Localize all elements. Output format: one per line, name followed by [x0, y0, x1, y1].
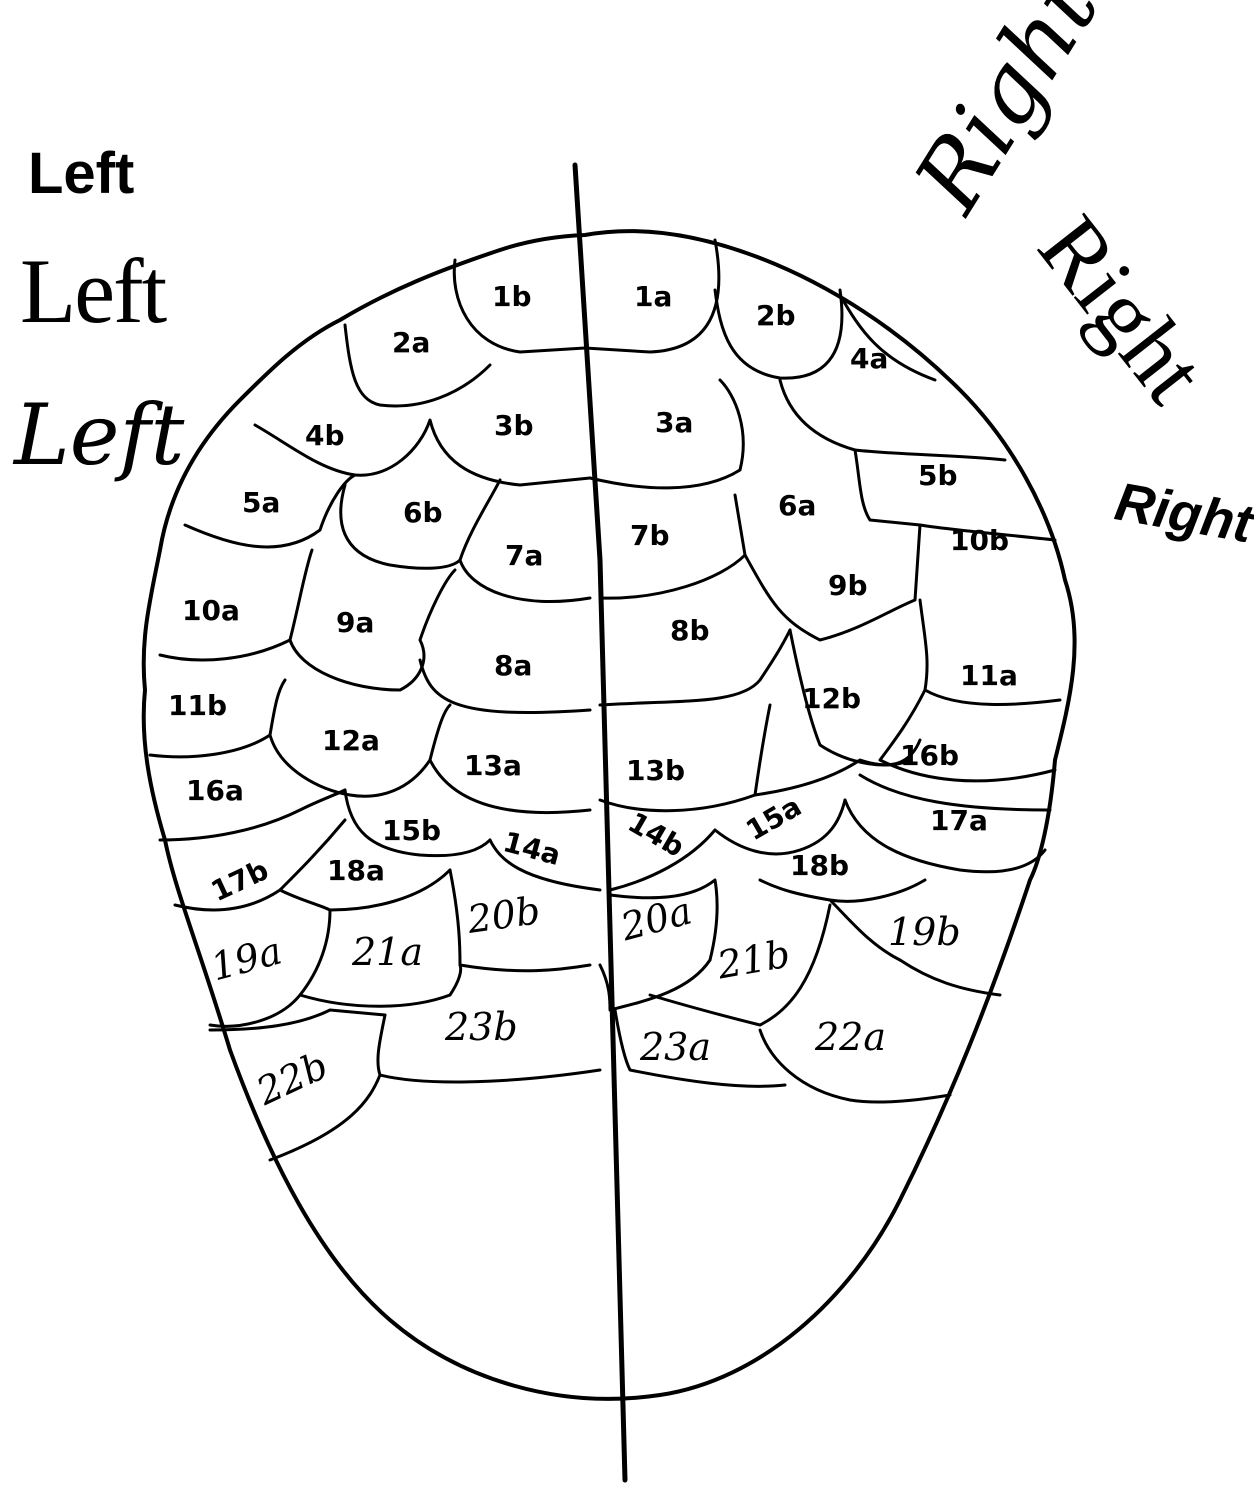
- segment-label-11a: 11a: [960, 659, 1018, 692]
- segment-label-9b: 9b: [828, 569, 868, 602]
- segment-label-2b: 2b: [756, 299, 796, 332]
- segment-label-9a: 9a: [336, 606, 374, 639]
- segment-label-21a: 21a: [351, 930, 423, 974]
- left-label-script: Left: [14, 386, 184, 484]
- segment-label-19a: 19a: [206, 928, 286, 989]
- segment-label-20b: 20b: [464, 888, 543, 942]
- segment-label-7a: 7a: [505, 539, 543, 572]
- segment-label-16a: 16a: [186, 774, 244, 807]
- segment-label-6b: 6b: [403, 496, 443, 529]
- segment-label-4a: 4a: [850, 342, 888, 375]
- segment-label-7b: 7b: [630, 519, 670, 552]
- segment-label-18b: 18b: [790, 849, 849, 882]
- left-label-bold: Left: [28, 140, 134, 207]
- segment-label-17a: 17a: [930, 804, 988, 837]
- segment-label-13b: 13b: [626, 754, 685, 787]
- segment-label-5b: 5b: [918, 459, 958, 492]
- left-label-gothic: Left: [20, 238, 165, 344]
- segment-label-23a: 23a: [639, 1025, 711, 1069]
- segment-label-21b: 21b: [713, 932, 793, 988]
- segment-label-14b: 14b: [622, 806, 690, 864]
- segment-label-6a: 6a: [778, 489, 816, 522]
- segment-label-1b: 1b: [492, 280, 532, 313]
- midline: [575, 165, 625, 1480]
- segment-label-4b: 4b: [305, 419, 345, 452]
- segment-label-15b: 15b: [382, 814, 441, 847]
- segment-label-10b: 10b: [950, 524, 1009, 557]
- segment-label-10a: 10a: [182, 594, 240, 627]
- segment-label-3a: 3a: [655, 406, 693, 439]
- segment-label-12a: 12a: [322, 724, 380, 757]
- segment-label-23b: 23b: [444, 1005, 518, 1049]
- segment-label-13a: 13a: [464, 749, 522, 782]
- segment-label-12b: 12b: [802, 682, 861, 715]
- segment-label-5a: 5a: [242, 486, 280, 519]
- segment-label-16b: 16b: [900, 739, 959, 772]
- segment-label-3b: 3b: [494, 409, 534, 442]
- segment-label-8a: 8a: [494, 649, 532, 682]
- segment-label-8b: 8b: [670, 614, 710, 647]
- segment-label-18a: 18a: [327, 854, 385, 887]
- segment-label-22a: 22a: [814, 1015, 886, 1059]
- segment-label-22b: 22b: [249, 1043, 334, 1114]
- segment-label-2a: 2a: [392, 326, 430, 359]
- segment-label-15a: 15a: [740, 790, 807, 848]
- segment-label-1a: 1a: [634, 280, 672, 313]
- segment-label-11b: 11b: [168, 689, 227, 722]
- segment-label-19b: 19b: [888, 910, 961, 954]
- segment-label-14a: 14a: [500, 825, 564, 872]
